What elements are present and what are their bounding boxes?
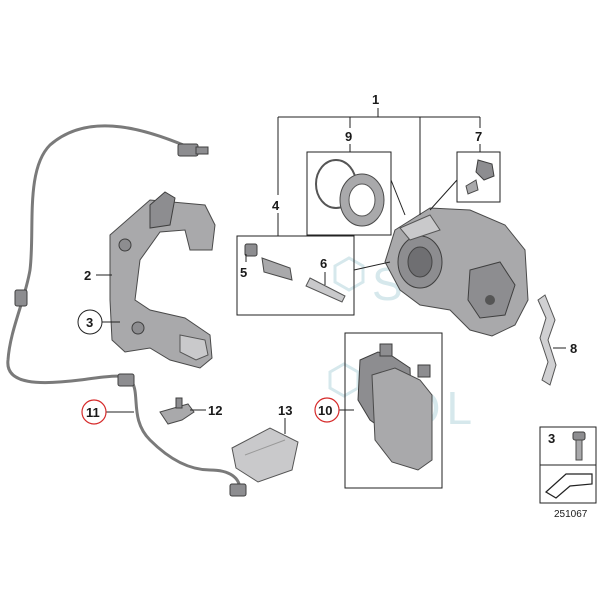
label-part-4: 4 — [272, 198, 280, 213]
label-part-8: 8 — [570, 341, 577, 356]
clip-part — [159, 397, 195, 425]
label-part-11: 11 — [86, 405, 100, 420]
diagram-number: 251067 — [554, 509, 588, 520]
bolt-icon — [572, 431, 586, 461]
guide-pins — [244, 243, 346, 303]
bleeder-box — [456, 151, 501, 203]
piston-seal — [315, 159, 385, 227]
brake-pads — [357, 343, 433, 471]
label-part-13: 13 — [278, 403, 292, 418]
leader-lines — [96, 108, 566, 434]
label-part-9: 9 — [345, 129, 352, 144]
fastener-legend: 3 — [539, 426, 597, 504]
mounting-arrow-icon — [544, 473, 593, 499]
label-part-3: 3 — [86, 315, 93, 330]
wear-sensor-cable — [6, 124, 247, 497]
guide-pin-box — [236, 235, 355, 316]
piston-seal-box — [306, 151, 392, 236]
caliper-carrier — [109, 191, 216, 369]
label-part-12: 12 — [208, 403, 222, 418]
label-part-7: 7 — [475, 129, 482, 144]
label-part-11-circle — [81, 399, 107, 425]
label-part-2: 2 — [84, 268, 91, 283]
label-part-1: 1 — [372, 92, 379, 107]
spring-clip — [537, 294, 557, 386]
bleeder-screw — [465, 159, 495, 195]
legend-label-3: 3 — [548, 431, 555, 446]
label-part-6: 6 — [320, 256, 327, 271]
label-part-5: 5 — [240, 265, 247, 280]
grease-packet — [231, 427, 299, 483]
label-part-10-circle — [314, 397, 340, 423]
label-part-10: 10 — [318, 403, 332, 418]
label-part-3-circle — [77, 309, 103, 335]
caliper-body — [384, 207, 529, 337]
